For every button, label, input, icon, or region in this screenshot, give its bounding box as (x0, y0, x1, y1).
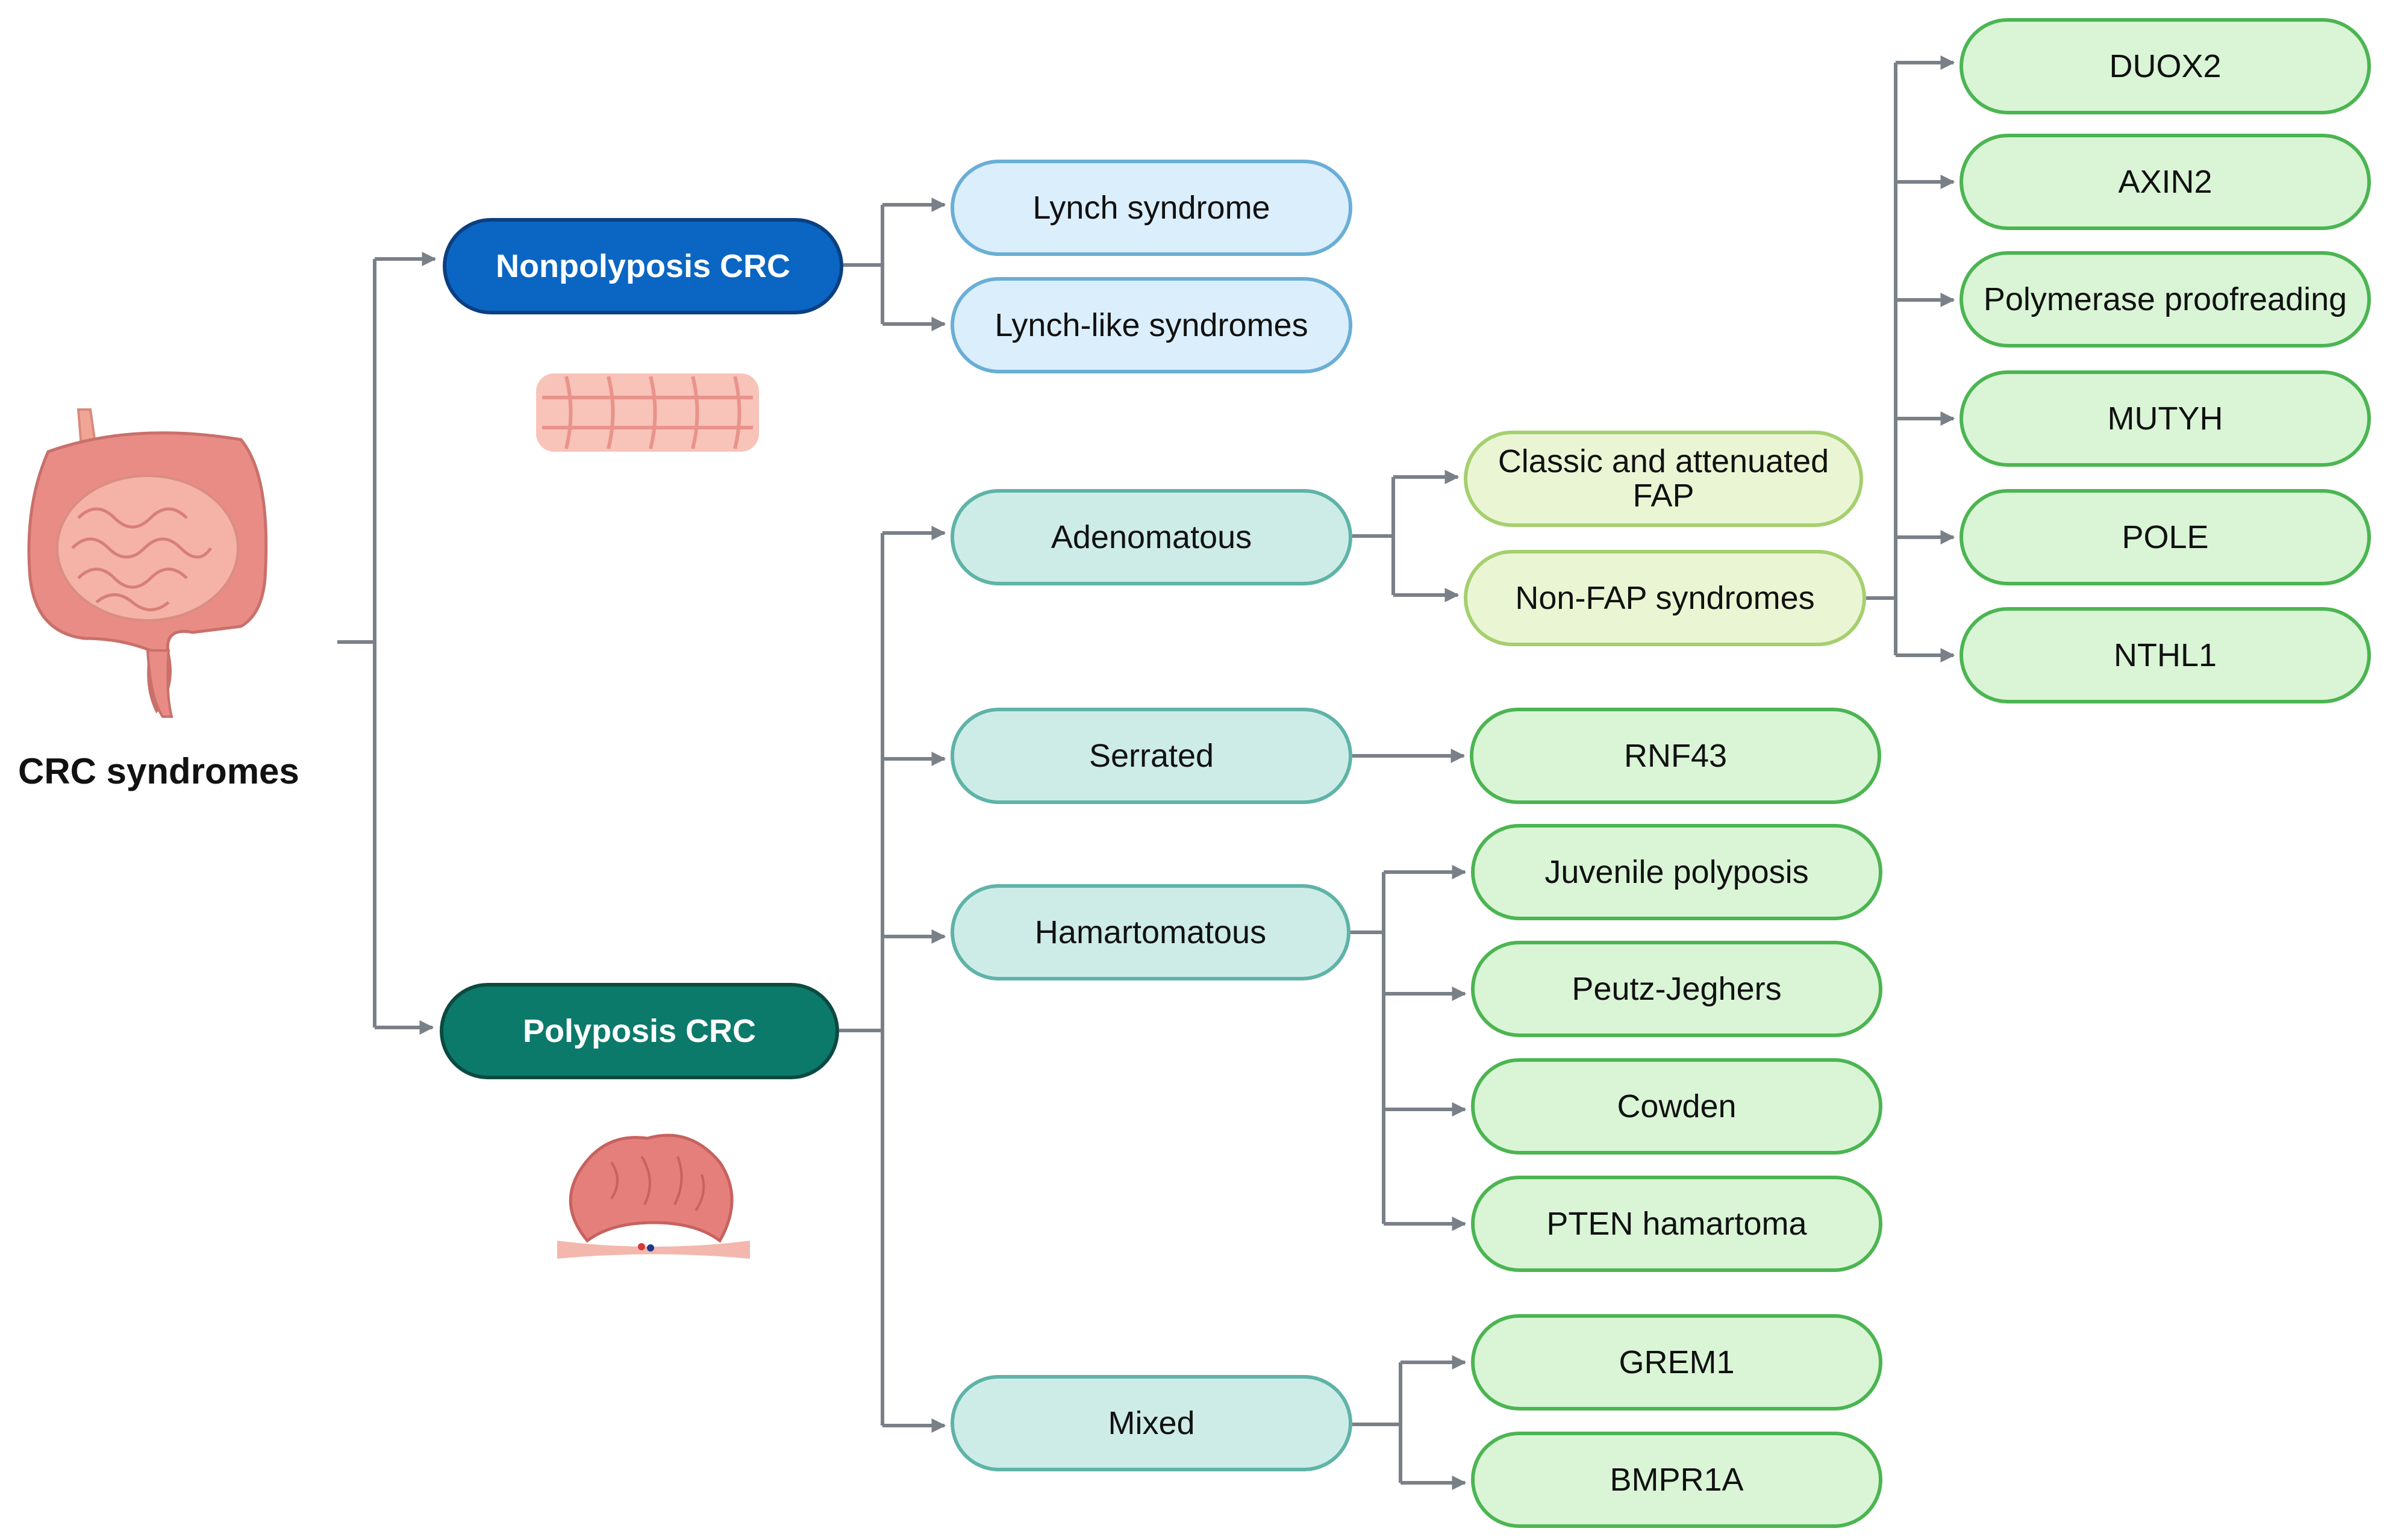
nonpolyposis-crc-node[interactable]: Nonpolyposis CRC (443, 218, 843, 314)
colon-segment-illustration (536, 373, 759, 452)
duox2-node[interactable]: DUOX2 (1960, 18, 2371, 114)
rnf43-node[interactable]: RNF43 (1470, 708, 1881, 804)
grem1-node[interactable]: GREM1 (1471, 1314, 1882, 1411)
cowden-node[interactable]: Cowden (1471, 1058, 1882, 1155)
mixed-node[interactable]: Mixed (951, 1375, 1352, 1471)
pole-node[interactable]: POLE (1960, 489, 2371, 585)
axin2-node[interactable]: AXIN2 (1960, 134, 2371, 230)
pten-hamartoma-node[interactable]: PTEN hamartoma (1471, 1176, 1882, 1272)
classic-fap-node[interactable]: Classic and attenuated FAP (1464, 431, 1863, 527)
lynch-syndrome-node[interactable]: Lynch syndrome (951, 160, 1352, 256)
mutyh-node[interactable]: MUTYH (1960, 370, 2371, 467)
non-fap-syndromes-node[interactable]: Non-FAP syndromes (1464, 550, 1866, 646)
lynch-like-syndromes-node[interactable]: Lynch-like syndromes (951, 277, 1352, 373)
hamartomatous-node[interactable]: Hamartomatous (951, 884, 1351, 980)
bmpr1a-node[interactable]: BMPR1A (1471, 1432, 1882, 1528)
polyp-illustration (557, 1133, 750, 1259)
polymerase-proofreading-node[interactable]: Polymerase proofreading (1960, 251, 2371, 348)
serrated-node[interactable]: Serrated (951, 708, 1352, 804)
juvenile-polyposis-node[interactable]: Juvenile polyposis (1471, 824, 1882, 920)
peutz-jeghers-node[interactable]: Peutz-Jeghers (1471, 941, 1882, 1037)
root-label: CRC syndromes (18, 750, 299, 791)
nthl1-node[interactable]: NTHL1 (1960, 607, 2371, 703)
polyposis-crc-node[interactable]: Polyposis CRC (440, 983, 839, 1079)
intestine-illustration (27, 408, 268, 718)
adenomatous-node[interactable]: Adenomatous (951, 489, 1352, 585)
